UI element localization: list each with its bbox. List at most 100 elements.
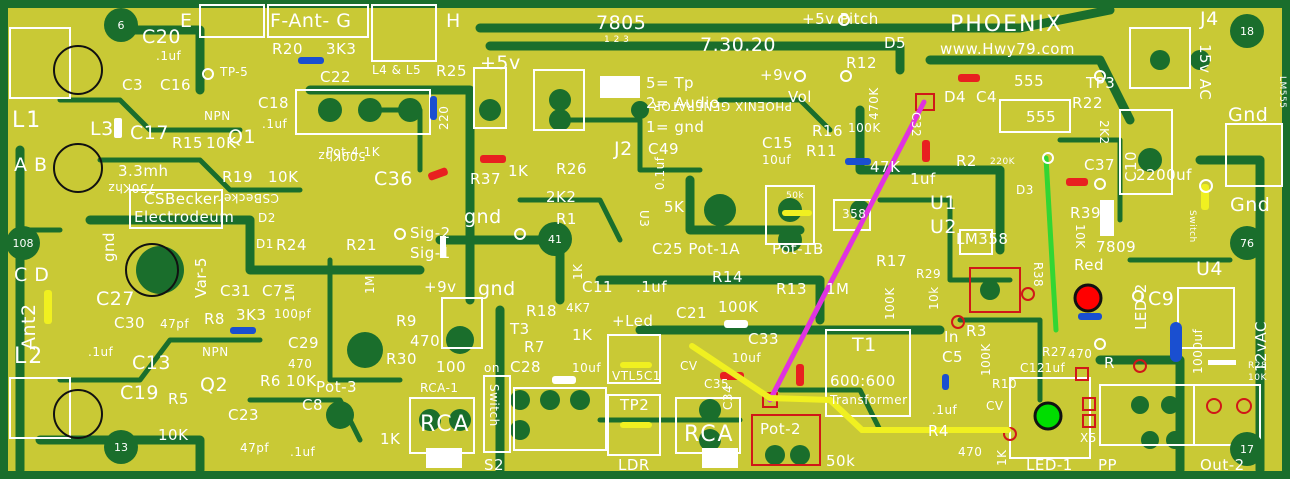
c32-label: C32 xyxy=(909,112,923,138)
ant2-label: Ant2 xyxy=(18,303,40,350)
npn2-label: NPN xyxy=(202,345,229,359)
r7-value: 1K xyxy=(572,326,593,344)
on-label: on xyxy=(484,361,500,375)
r4-label: R4 xyxy=(928,422,949,440)
t1-ratio: 600:600 xyxy=(830,372,896,390)
ind-gnd-label: gnd xyxy=(100,231,118,262)
r20-label: R20 xyxy=(272,40,304,58)
c18-label: C18 xyxy=(258,94,290,112)
c7-value: 100pf xyxy=(274,307,312,321)
plus5v-label: +5v xyxy=(480,52,521,74)
pot4-label: Pot-4 1K xyxy=(326,145,381,159)
r27-value: 470 xyxy=(1068,347,1093,361)
gnd-mid-label-2: gnd xyxy=(478,278,516,300)
cv-left-label: CV xyxy=(680,359,698,373)
r15-label: R15 xyxy=(172,134,204,152)
tp-list-1: 5= Tp xyxy=(646,74,695,92)
khz500-label: 500Khz xyxy=(318,149,366,163)
c15-label: C15 xyxy=(762,134,794,152)
r7-label: R7 xyxy=(524,338,545,356)
board-url: www.Hwy79.com xyxy=(940,40,1076,58)
c49-value: 0.1uf xyxy=(653,156,667,190)
c21-label: C21 xyxy=(676,304,708,322)
c5-label: C5 xyxy=(942,348,964,366)
c16-label: C16 xyxy=(160,76,192,94)
magenta-jumper xyxy=(767,99,927,403)
switch-s2-label: Switch xyxy=(487,384,501,427)
c29-value: 470 xyxy=(288,357,313,371)
ac-15v-label: 15v AC xyxy=(1196,44,1214,101)
r13-label: R13 xyxy=(776,280,808,298)
c4-label: C4 xyxy=(976,88,998,106)
tp-list-3: 1= gnd xyxy=(646,118,705,136)
r18-value: 4K7 xyxy=(566,301,591,315)
r39-value: 10K xyxy=(1073,224,1087,249)
c8-value: .1uf xyxy=(290,445,316,459)
c29-label: C29 xyxy=(288,334,320,352)
d2-label: D2 xyxy=(258,211,276,225)
c19-label: C19 xyxy=(120,382,159,404)
r14-value: 100K xyxy=(718,298,759,316)
pot3-value: 1K xyxy=(380,430,401,448)
j2-label: J2 xyxy=(614,138,633,160)
r39-label: R39 xyxy=(1070,204,1102,222)
gnd-right-label: Gnd xyxy=(1228,104,1269,126)
switch-small-label: Switch xyxy=(1187,210,1197,243)
c18-value: .1uf xyxy=(262,117,288,131)
mounting-hole: 17 xyxy=(1230,432,1264,466)
r30-value: 100 xyxy=(436,358,467,376)
r25-value: 220 xyxy=(437,105,451,130)
r13-value: 1M xyxy=(826,280,850,298)
r28-value: 10K xyxy=(1248,373,1267,383)
l3-khz: 750Khz xyxy=(108,181,156,195)
header-f-ant-g: F-Ant- G xyxy=(270,10,352,32)
d4-label: D4 xyxy=(944,88,967,106)
c8-label: C8 xyxy=(302,396,324,414)
r15-value: 10K xyxy=(206,134,237,152)
r3-label: R3 xyxy=(966,322,987,340)
inductor-rings xyxy=(53,45,179,439)
c22-label: C22 xyxy=(320,68,352,86)
c11-label: C11 xyxy=(582,278,614,296)
r27b-label: R xyxy=(1104,354,1115,372)
r38-label: R38 xyxy=(1031,262,1045,288)
l1-label: L1 xyxy=(12,108,43,133)
c23-value: 47pf xyxy=(240,441,270,455)
mounting-hole: 18 xyxy=(1230,14,1264,48)
r1-label: R1 xyxy=(556,210,577,228)
c36-left-label: C36 xyxy=(374,168,413,190)
tp-list-2: 2= Audio xyxy=(646,94,720,112)
pot-5k-label: 5K xyxy=(664,198,685,216)
r11-value: 47K xyxy=(870,158,901,176)
npn1-label: NPN xyxy=(204,109,231,123)
credit-mirror: CSBecker xyxy=(218,191,280,205)
q1-label: Q1 xyxy=(228,126,257,148)
tp5-label: TP-5 xyxy=(220,65,249,79)
ic-555b-label: 555 xyxy=(1026,108,1057,126)
r2-value: 220K xyxy=(990,157,1016,167)
c9-label: C9 xyxy=(1148,288,1175,310)
led2-label: LED-2 xyxy=(1132,283,1150,330)
r22-value: 2K2 xyxy=(1097,120,1111,145)
r11-label: R11 xyxy=(806,142,838,160)
r27-label: R27 xyxy=(1042,345,1068,359)
c30-value: 47pf xyxy=(160,317,190,331)
sig2-label: Sig-2 xyxy=(410,224,451,242)
c5-value: .1uf xyxy=(932,403,958,417)
green-jumper xyxy=(1043,155,1059,333)
t1-type: Transformer xyxy=(830,393,908,407)
c31-label: C31 xyxy=(220,282,252,300)
regulator-pins: 1 2 3 xyxy=(604,35,630,45)
r9-label: R9 xyxy=(396,312,417,330)
c3-label: C3 xyxy=(122,76,144,94)
r17-label: R17 xyxy=(876,252,908,270)
lm555-side-label: LM555 xyxy=(1277,76,1287,109)
r19-value: 10K xyxy=(268,168,299,186)
c-d-label: C D xyxy=(14,264,50,286)
r24-value: 1M xyxy=(283,283,297,302)
r2-label: R2 xyxy=(956,152,977,170)
q2-label: Q2 xyxy=(200,374,229,396)
